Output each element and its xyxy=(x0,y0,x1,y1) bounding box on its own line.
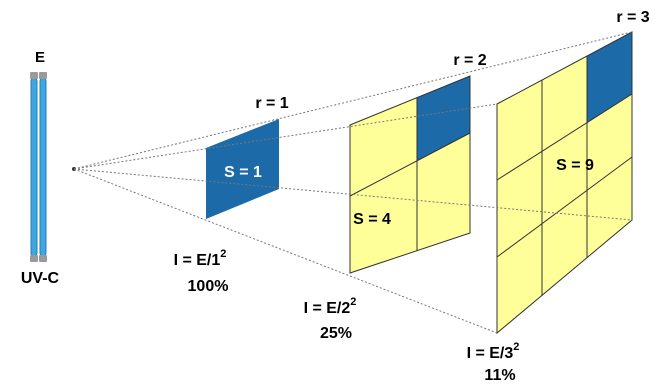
surface-r3-area: S = 9 xyxy=(556,157,594,174)
surface-r1 xyxy=(206,119,279,219)
lamp-cap-bottom-right xyxy=(39,255,47,262)
surface-r3-unit-cell xyxy=(587,32,632,123)
surface-r3-distance: r = 3 xyxy=(616,9,649,26)
lamp-tube-right xyxy=(39,77,47,257)
surface-r3 xyxy=(496,31,633,335)
surface-r1-intensity: I = E/12 xyxy=(174,248,227,269)
surface-r1-distance: r = 1 xyxy=(255,95,288,112)
surface-r2-intensity: I = E/22 xyxy=(304,296,357,317)
surface-r3-grid-h2 xyxy=(496,156,633,258)
surface-r2 xyxy=(349,75,471,274)
surface-r2-distance: r = 2 xyxy=(453,52,486,69)
rays xyxy=(73,31,633,334)
surface-r2-percent: 25% xyxy=(320,325,352,342)
source-name-label: UV-C xyxy=(21,270,60,287)
ray-top-left xyxy=(73,103,498,170)
surface-r2-area: S = 4 xyxy=(353,211,391,228)
source-energy-label: E xyxy=(35,49,45,66)
uv-lamp xyxy=(30,72,47,262)
lamp-cap-bottom-left xyxy=(30,255,38,262)
ray-bottom-right xyxy=(73,168,633,221)
lamp-cap-top-left xyxy=(30,72,38,79)
surface-r2-grid-h xyxy=(349,132,471,197)
surface-r3-percent: 11% xyxy=(484,367,515,383)
lamp-cap-top-right xyxy=(39,72,47,79)
surface-r1-area: S = 1 xyxy=(224,164,262,181)
surface-r1-percent: 100% xyxy=(188,278,229,295)
surface-r3-grid-h1 xyxy=(496,93,633,181)
surface-r3-intensity: I = E/32 xyxy=(467,341,520,362)
surface-r2-frame xyxy=(349,75,471,274)
surface-r1-unit-cell xyxy=(206,119,279,219)
lamp-tube-left xyxy=(30,77,38,257)
